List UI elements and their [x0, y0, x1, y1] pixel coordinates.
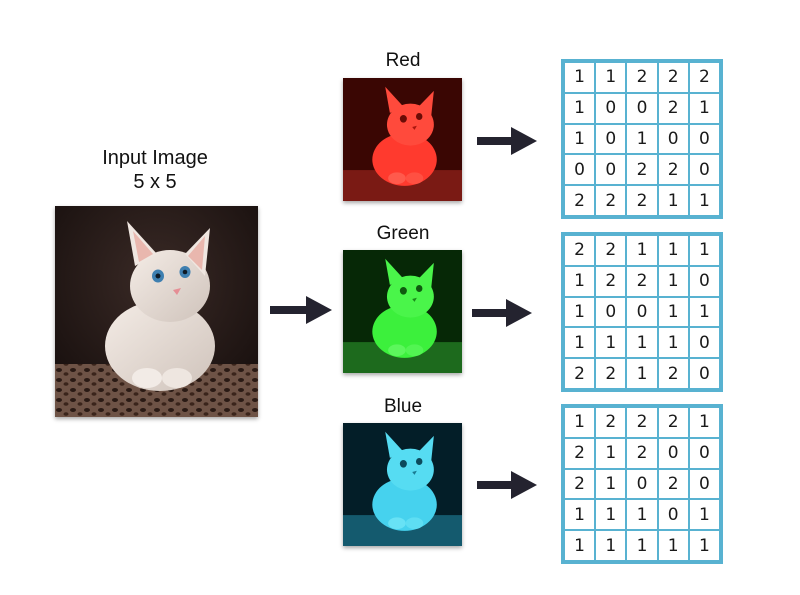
- matrix-cell: 1: [595, 530, 627, 561]
- matrix-cell: 2: [564, 468, 596, 500]
- input-image-dimensions: 5 x 5: [133, 171, 177, 193]
- matrix-cell: 2: [657, 358, 689, 389]
- matrix-cell: 1: [688, 235, 720, 266]
- matrix-cell: 1: [564, 530, 596, 561]
- matrix-cell: 0: [657, 437, 689, 469]
- red-channel-image: [343, 78, 462, 201]
- kitten-image: [343, 78, 462, 201]
- matrix-cell: 1: [564, 407, 596, 438]
- matrix-cell: 1: [595, 468, 627, 500]
- matrix-cell: 0: [688, 123, 720, 155]
- matrix-cell: 0: [688, 327, 720, 359]
- matrix-cell: 0: [688, 154, 720, 186]
- channel-label-green: Green: [376, 223, 430, 244]
- matrix-cell: 1: [564, 265, 596, 297]
- matrix-cell: 1: [688, 499, 720, 531]
- matrix-cell: 2: [626, 265, 658, 297]
- matrix-cell: 1: [626, 499, 658, 531]
- blue-channel-image: [343, 423, 462, 546]
- matrix-cell: 0: [688, 468, 720, 500]
- matrix-cell: 2: [657, 407, 689, 438]
- input-kitten-image: [55, 206, 258, 417]
- matrix-cell: 0: [626, 296, 658, 328]
- matrix-cell: 0: [657, 123, 689, 155]
- matrix-cell: 2: [657, 468, 689, 500]
- matrix-cell: 1: [657, 327, 689, 359]
- matrix-cell: 1: [688, 185, 720, 216]
- matrix-cell: 2: [595, 235, 627, 266]
- channel-label-red: Red: [385, 50, 421, 71]
- matrix-cell: 0: [688, 358, 720, 389]
- matrix-cell: 2: [626, 154, 658, 186]
- matrix-cell: 2: [626, 185, 658, 216]
- matrix-cell: 2: [626, 62, 658, 93]
- matrix-cell: 0: [688, 437, 720, 469]
- matrix-cell: 1: [626, 327, 658, 359]
- matrix-cell: 1: [657, 296, 689, 328]
- matrix-cell: 1: [688, 407, 720, 438]
- matrix-cell: 1: [564, 499, 596, 531]
- matrix-cell: 1: [564, 296, 596, 328]
- matrix-cell: 1: [626, 123, 658, 155]
- matrix-cell: 1: [657, 530, 689, 561]
- matrix-cell: 1: [688, 530, 720, 561]
- matrix-cell: 1: [626, 358, 658, 389]
- matrix-cell: 1: [626, 530, 658, 561]
- right-arrow-icon: [477, 471, 537, 499]
- matrix-cell: 0: [595, 123, 627, 155]
- matrix-cell: 0: [595, 154, 627, 186]
- matrix-cell: 1: [657, 265, 689, 297]
- matrix-cell: 1: [595, 499, 627, 531]
- matrix-cell: 0: [595, 296, 627, 328]
- matrix-cell: 2: [595, 407, 627, 438]
- kitten-image: [55, 206, 258, 417]
- matrix-cell: 2: [688, 62, 720, 93]
- green-channel-image: [343, 250, 462, 373]
- matrix-cell: 1: [564, 62, 596, 93]
- matrix-cell: 0: [564, 154, 596, 186]
- matrix-cell: 2: [564, 437, 596, 469]
- channel-label-blue: Blue: [383, 396, 423, 417]
- matrix-cell: 2: [564, 235, 596, 266]
- matrix-cell: 2: [657, 154, 689, 186]
- right-arrow-icon: [477, 127, 537, 155]
- matrix-cell: 0: [657, 499, 689, 531]
- right-arrow-icon: [472, 299, 532, 327]
- matrix-cell: 2: [626, 407, 658, 438]
- matrix-cell: 1: [657, 185, 689, 216]
- matrix-cell: 1: [688, 296, 720, 328]
- right-arrow-icon: [270, 296, 332, 324]
- matrix-cell: 1: [657, 235, 689, 266]
- matrix-cell: 2: [657, 62, 689, 93]
- matrix-cell: 2: [595, 358, 627, 389]
- matrix-cell: 1: [564, 327, 596, 359]
- matrix-cell: 2: [564, 185, 596, 216]
- matrix-cell: 1: [564, 123, 596, 155]
- matrix-cell: 2: [595, 265, 627, 297]
- matrix-cell: 1: [595, 62, 627, 93]
- matrix-cell: 0: [626, 92, 658, 124]
- matrix-cell: 1: [626, 235, 658, 266]
- matrix-cell: 1: [595, 437, 627, 469]
- matrix-cell: 0: [688, 265, 720, 297]
- input-image-title: Input Image 5 x 5: [70, 146, 240, 194]
- kitten-image: [343, 423, 462, 546]
- matrix-cell: 0: [595, 92, 627, 124]
- matrix-cell: 2: [564, 358, 596, 389]
- matrix-cell: 2: [595, 185, 627, 216]
- matrix-cell: 2: [626, 437, 658, 469]
- input-image-title-line1: Input Image: [102, 147, 208, 169]
- kitten-image: [343, 250, 462, 373]
- matrix-cell: 2: [657, 92, 689, 124]
- matrix-cell: 1: [595, 327, 627, 359]
- matrix-cell: 1: [688, 92, 720, 124]
- matrix-cell: 0: [626, 468, 658, 500]
- matrix-cell: 1: [564, 92, 596, 124]
